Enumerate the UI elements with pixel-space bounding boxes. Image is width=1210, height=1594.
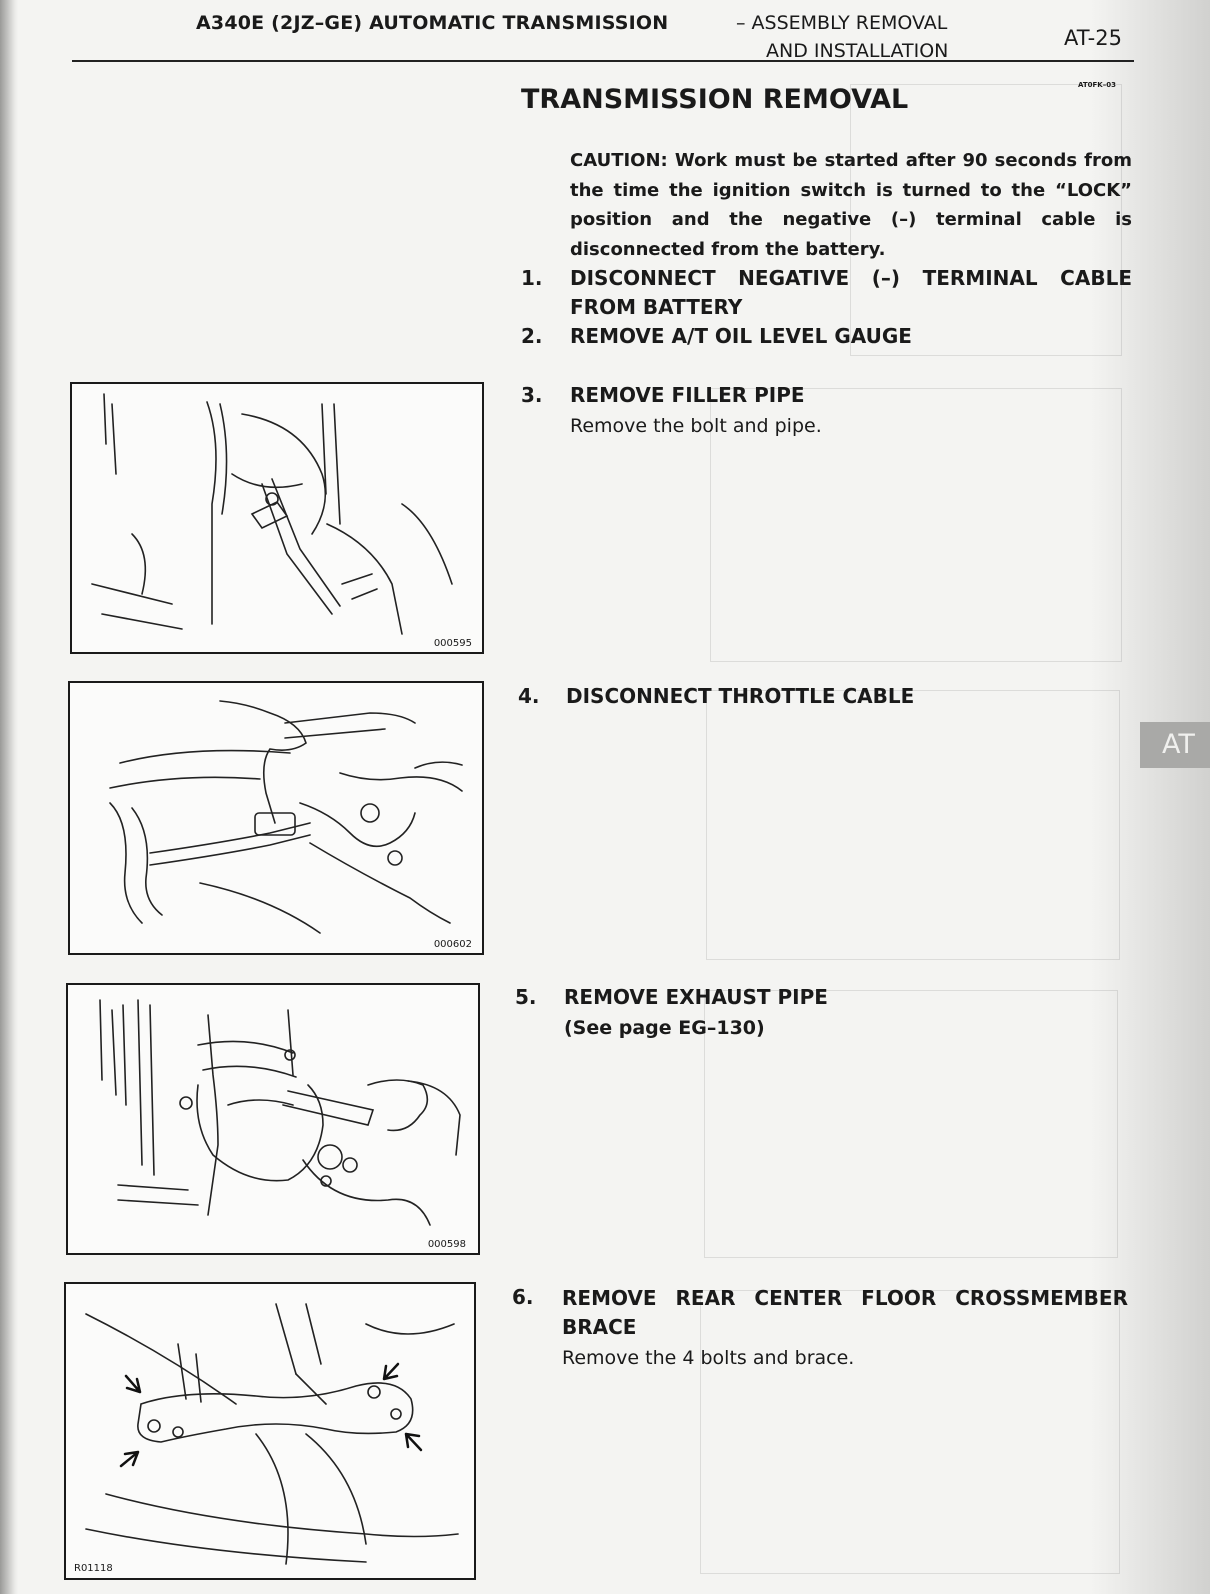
document-code: AT0FK–03: [1078, 81, 1116, 89]
step-heading: DISCONNECT THROTTLE CABLE: [566, 684, 915, 708]
page-number: AT-25: [1064, 26, 1122, 50]
exhaust-pipe-drawing: [99, 999, 461, 1226]
header-rule: [72, 60, 1134, 62]
step-number: 4.: [518, 684, 540, 708]
side-tab-label: AT: [1162, 729, 1195, 760]
crossmember-brace-drawing: [85, 1303, 459, 1565]
bleed-through-frame: [704, 990, 1118, 1258]
step-number: 3.: [521, 383, 543, 407]
page-right-shading: [1090, 0, 1210, 1594]
section-side-tab: AT: [1140, 722, 1210, 768]
illustration-filler-pipe: 000595: [70, 382, 484, 654]
step-instruction: Remove the 4 bolts and brace.: [562, 1347, 855, 1369]
step-heading: REMOVE REAR CENTER FLOOR CROSSMEMBER BRA…: [562, 1286, 1128, 1339]
caution-note: CAUTION: Work must be started after 90 s…: [570, 150, 1132, 260]
step-number: 2.: [521, 324, 543, 348]
step-instruction: Remove the bolt and pipe.: [570, 415, 822, 437]
bleed-through-frame: [706, 690, 1120, 960]
step-number: 6.: [512, 1285, 534, 1309]
figure-id: 000602: [433, 939, 472, 950]
filler-pipe-drawing: [91, 393, 453, 635]
step-heading: REMOVE A/T OIL LEVEL GAUGE: [570, 324, 912, 348]
page-edge-shadow: [0, 0, 18, 1594]
header-subtitle-line2: AND INSTALLATION: [766, 40, 949, 62]
step-heading: REMOVE FILLER PIPE: [570, 383, 805, 407]
step-instruction: (See page EG–130): [564, 1017, 765, 1039]
step-number: 1.: [521, 266, 543, 290]
step-heading: DISCONNECT NEGATIVE (–) TERMINAL CABLE F…: [570, 266, 1132, 319]
header-subtitle-line1: – ASSEMBLY REMOVAL: [736, 12, 948, 34]
header-title: A340E (2JZ–GE) AUTOMATIC TRANSMISSION: [196, 12, 669, 34]
figure-id: 000595: [433, 638, 472, 649]
illustration-exhaust-pipe: 000598: [66, 983, 480, 1255]
step-heading: REMOVE EXHAUST PIPE: [564, 985, 828, 1009]
figure-id: R01118: [74, 1563, 113, 1574]
section-title: TRANSMISSION REMOVAL: [521, 84, 909, 115]
illustration-crossmember-brace: R01118: [64, 1282, 476, 1580]
bleed-through-frame: [710, 388, 1122, 662]
figure-id: 000598: [427, 1239, 466, 1250]
bleed-through-frame: [700, 1290, 1120, 1574]
illustration-throttle-cable: 000602: [68, 681, 484, 955]
bleed-through-frame: [850, 84, 1122, 356]
step-number: 5.: [515, 985, 537, 1009]
throttle-cable-drawing: [109, 700, 463, 934]
